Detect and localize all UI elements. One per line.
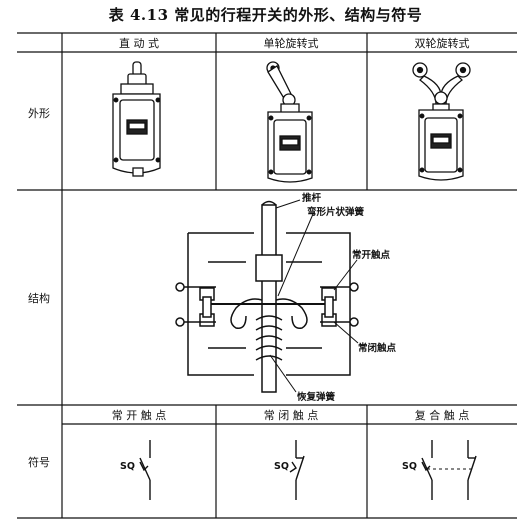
symbol-combined <box>421 440 477 500</box>
symbol-normally-closed <box>289 440 305 500</box>
table-grid <box>17 32 517 519</box>
single-wheel-switch-drawing <box>266 61 313 183</box>
row-header-symbol: 符号 <box>28 456 50 469</box>
label-no-contact: 常开触点 <box>352 249 391 261</box>
table-title: 表 4.13 常见的行程开关的外形、结构与符号 <box>108 6 423 24</box>
row-header-appearance: 外形 <box>28 107 50 120</box>
symbol-tag-no: SQ <box>120 461 135 472</box>
symbol-tag-nc: SQ <box>274 461 289 472</box>
symbol-tag-combined: SQ <box>402 461 417 472</box>
symbol-header-combined: 复 合 触 点 <box>415 408 470 422</box>
label-bent-spring: 弯形片状弹簧 <box>307 206 365 218</box>
col-header-direct: 直 动 式 <box>119 36 159 50</box>
symbol-normally-open <box>139 440 151 500</box>
symbol-header-nc: 常 闭 触 点 <box>264 408 319 422</box>
double-wheel-switch-drawing <box>412 62 471 181</box>
symbol-header-no: 常 开 触 点 <box>112 408 167 422</box>
direct-acting-switch-drawing <box>112 61 161 177</box>
col-header-single-wheel: 单轮旋转式 <box>264 36 319 50</box>
label-nc-contact: 常闭触点 <box>358 342 397 354</box>
structure-diagram <box>175 199 359 393</box>
label-return-spring: 恢复弹簧 <box>297 391 336 403</box>
label-pusher: 推杆 <box>302 192 322 204</box>
col-header-double-wheel: 双轮旋转式 <box>415 36 470 50</box>
row-header-structure: 结构 <box>28 291 50 305</box>
